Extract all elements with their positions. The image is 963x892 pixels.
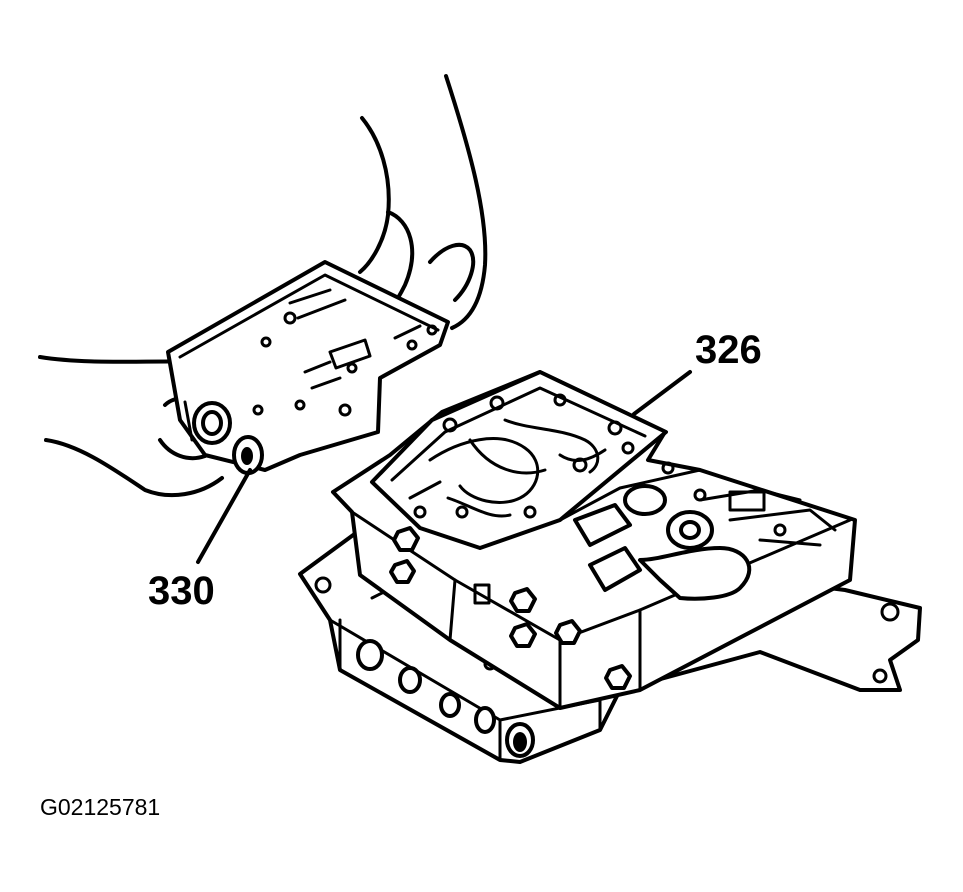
callout-label-326: 326	[695, 328, 762, 372]
callout-330: 330	[148, 468, 252, 613]
figure-id: G02125781	[40, 794, 160, 820]
hands-holding-plate	[38, 74, 488, 498]
leader-line-330	[196, 468, 252, 564]
callout-326: 326	[632, 328, 762, 416]
valve-body-assembly	[298, 370, 922, 764]
callout-label-330: 330	[148, 569, 215, 613]
valve-body-spacer-plate	[370, 370, 668, 550]
leader-line-326	[632, 370, 692, 416]
